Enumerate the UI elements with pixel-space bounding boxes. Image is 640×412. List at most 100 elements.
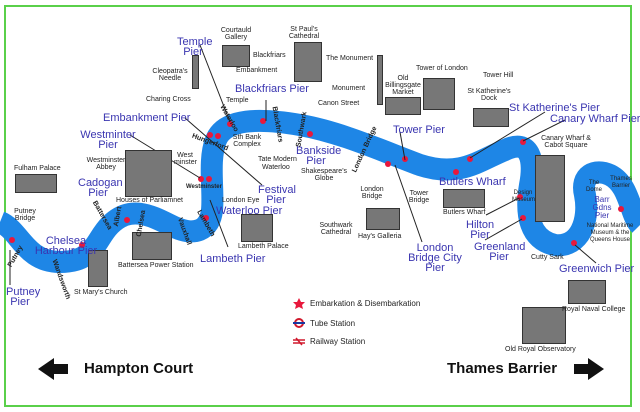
landmark: Charing Cross bbox=[146, 96, 191, 103]
landmark: Design Museum bbox=[512, 190, 536, 203]
billingsgate-icon bbox=[385, 97, 421, 115]
pier-embankment[interactable]: Embankment Pier bbox=[103, 112, 191, 124]
legend-rail: Railway Station bbox=[310, 337, 366, 346]
star-icon bbox=[79, 242, 85, 248]
star-icon bbox=[207, 132, 213, 138]
bridge-label: Westminster bbox=[186, 184, 222, 190]
pier-canary-wharf[interactable]: Canary Wharf Pier bbox=[550, 113, 640, 125]
needle-icon bbox=[192, 55, 199, 89]
landmark: London Eye bbox=[222, 197, 260, 204]
star-icon bbox=[293, 298, 305, 309]
pier-cadogan[interactable]: Cadogan Pier bbox=[78, 177, 123, 199]
pier-westminster[interactable]: Westminter Pier bbox=[80, 129, 136, 151]
landmark: St Mary's Church bbox=[74, 289, 128, 296]
landmark: Fulham Palace bbox=[14, 165, 61, 172]
landmark: Monument bbox=[332, 85, 366, 92]
star-icon bbox=[385, 161, 391, 167]
observatory-icon bbox=[522, 307, 566, 344]
st-katherines-dock-icon bbox=[473, 108, 509, 127]
landmark: St Katherine's Dock bbox=[467, 88, 511, 102]
pier-hilton[interactable]: Hilton Pier bbox=[466, 219, 495, 241]
landmark: Courtauld Gallery bbox=[220, 27, 252, 41]
landmark: Houses of Parliamnet bbox=[116, 197, 183, 204]
landmark: Temple bbox=[226, 97, 249, 104]
canary-wharf-icon bbox=[535, 155, 565, 222]
arrow-right-icon[interactable] bbox=[574, 358, 604, 380]
landmark: Sth Bank Complex bbox=[232, 134, 262, 148]
landmark: National Maritime Museum & the Queens Ho… bbox=[586, 223, 634, 243]
landmark: Tower Hill bbox=[483, 72, 514, 79]
star-icon bbox=[124, 217, 130, 223]
landmark: The Monument bbox=[326, 55, 374, 62]
landmark: Waterloo bbox=[262, 164, 290, 171]
star-icon bbox=[206, 176, 212, 182]
landmark: St Paul's Cathedral bbox=[288, 26, 320, 40]
landmark: Hay's Galleria bbox=[358, 233, 402, 240]
landmark: West minster bbox=[174, 152, 197, 166]
pier-chelsea-harbour[interactable]: Chelsea Harbour Pier bbox=[34, 235, 98, 257]
landmark: Old Royal Observatory bbox=[505, 346, 576, 353]
arrow-left-icon[interactable] bbox=[38, 358, 68, 380]
landmark: Tate Modern bbox=[258, 156, 297, 163]
landmark: Canary Wharf & Cabot Square bbox=[541, 135, 591, 149]
star-icon bbox=[9, 237, 15, 243]
landmark: Lambeth Palace bbox=[238, 243, 289, 250]
landmark: Shakespeare's Globe bbox=[300, 168, 348, 182]
pier-greenland[interactable]: Greenland Pier bbox=[474, 241, 526, 263]
battersea-icon bbox=[132, 232, 172, 260]
landmark: The Dome bbox=[585, 180, 602, 193]
landmark: Southwark Cathedral bbox=[319, 222, 353, 236]
butlers-wharf-icon bbox=[443, 189, 485, 208]
landmark: Cutty Sark bbox=[531, 254, 564, 261]
fulham-palace-icon bbox=[15, 174, 57, 193]
landmark: Blackfriars bbox=[253, 52, 286, 59]
hays-galleria-icon bbox=[366, 208, 400, 230]
pier-st-katherines[interactable]: St Katherine's Pier bbox=[509, 102, 600, 114]
pier-butlers-wharf[interactable]: Butlers Wharf bbox=[439, 176, 506, 188]
star-icon bbox=[453, 169, 459, 175]
legend-tube: Tube Station bbox=[310, 319, 356, 328]
pier-greenwich[interactable]: Greenwich Pier bbox=[559, 263, 635, 275]
railway-icon bbox=[293, 337, 305, 346]
landmark: Old Billingsgate Market bbox=[385, 75, 421, 96]
pier-london-bridge-city[interactable]: London Bridge City Pier bbox=[408, 242, 462, 274]
landmark: Tower of London bbox=[416, 65, 468, 72]
landmark: Westminster Abbey bbox=[86, 157, 126, 171]
legend-embarkation: Embarkation & Disembarkation bbox=[310, 299, 421, 308]
pier-temple[interactable]: Temple Pier bbox=[177, 36, 213, 58]
star-icon bbox=[260, 118, 266, 124]
pier-blackfriars[interactable]: Blackfriars Pier bbox=[235, 83, 309, 95]
river-thames bbox=[0, 109, 640, 273]
pier-tower[interactable]: Tower Pier bbox=[393, 124, 445, 136]
star-icon bbox=[571, 240, 577, 246]
direction-thames-barrier[interactable]: Thames Barrier bbox=[447, 360, 558, 377]
pier-putney[interactable]: Putney Pier bbox=[6, 286, 41, 308]
landmark: Battersea Power Station bbox=[118, 262, 194, 269]
pier-festival[interactable]: Festival Pier bbox=[258, 184, 296, 206]
star-icon bbox=[618, 206, 624, 212]
pier-bankside[interactable]: Bankside Pier bbox=[296, 145, 342, 167]
landmark: London Bridge bbox=[360, 186, 384, 200]
pier-waterloo[interactable]: Waterloo Pier bbox=[216, 205, 283, 217]
courtauld-icon bbox=[222, 45, 250, 67]
star-icon bbox=[227, 121, 233, 127]
landmark: Embankment bbox=[236, 67, 278, 74]
landmark: Canon Street bbox=[318, 100, 360, 107]
church-icon bbox=[88, 250, 108, 287]
star-icon bbox=[215, 133, 221, 139]
landmark: Royal Naval College bbox=[562, 306, 626, 313]
landmark: Cleopatra's Needle bbox=[152, 68, 188, 82]
landmark: Thames Barrier bbox=[610, 176, 632, 189]
parliament-icon bbox=[125, 150, 172, 197]
naval-college-icon bbox=[568, 280, 606, 304]
tower-of-london-icon bbox=[423, 78, 455, 110]
st-pauls-icon bbox=[294, 42, 322, 82]
pier-stars bbox=[9, 118, 624, 248]
monument-icon bbox=[377, 55, 383, 105]
pier-lambeth[interactable]: Lambeth Pier bbox=[200, 253, 266, 265]
pier-barrier-gardens[interactable]: Barr Gdns Pier bbox=[592, 195, 612, 220]
direction-hampton-court[interactable]: Hampton Court bbox=[84, 360, 194, 377]
lambeth-palace-icon bbox=[241, 214, 273, 242]
